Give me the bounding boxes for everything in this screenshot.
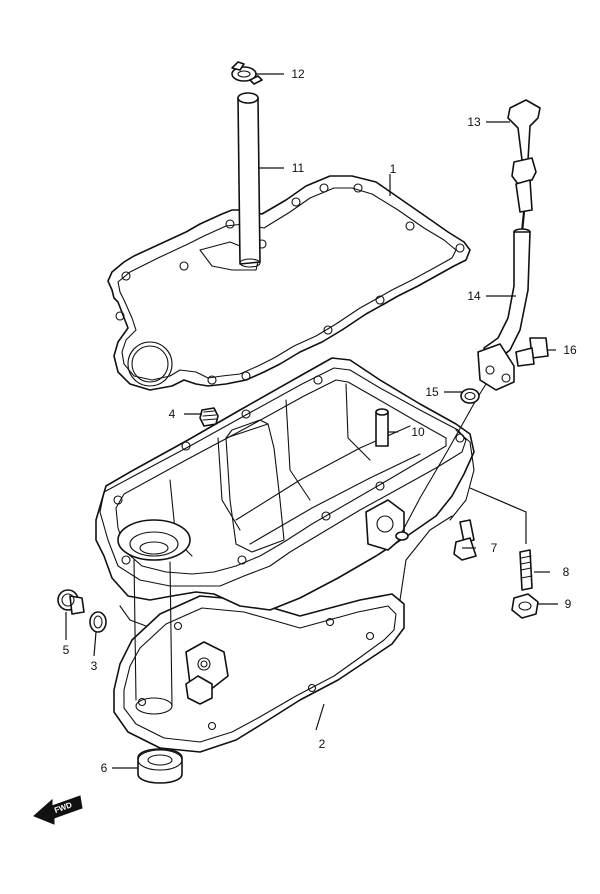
bolt-part-7 — [453, 519, 477, 561]
callout-6: 6 — [101, 761, 108, 775]
callout-12: 12 — [291, 67, 305, 81]
callout-8: 8 — [563, 565, 570, 579]
hose-clip-part-12 — [231, 61, 263, 85]
bolt-part-16 — [515, 337, 549, 367]
callout-1: 1 — [390, 162, 397, 176]
callout-10: 10 — [411, 425, 425, 439]
drain-washer-part-3 — [89, 611, 107, 633]
oil-pipe-part-11 — [237, 92, 261, 268]
dipstick-part-13 — [507, 99, 541, 234]
callout-9: 9 — [565, 597, 572, 611]
callout-7: 7 — [491, 541, 498, 555]
gasket-part-1 — [107, 175, 471, 391]
callout-numbers: 1 2 3 4 5 6 7 8 9 10 11 12 13 14 15 16 — [63, 67, 577, 775]
dowel-pin-part-10 — [375, 408, 389, 447]
leader-lines — [65, 73, 558, 769]
drain-bolt-part-5 — [57, 589, 85, 615]
stud-part-8 — [519, 549, 533, 591]
callout-11: 11 — [292, 161, 305, 175]
forward-arrow-icon: FWD — [33, 795, 83, 825]
callout-16: 16 — [563, 343, 577, 357]
oil-pan-part-2 — [95, 357, 475, 753]
callout-2: 2 — [319, 737, 326, 751]
callout-3: 3 — [91, 659, 98, 673]
callout-5: 5 — [63, 643, 70, 657]
oil-seal-part-6 — [137, 748, 183, 784]
nut-part-9 — [511, 593, 539, 619]
callout-14: 14 — [467, 289, 481, 303]
plug-part-4 — [199, 407, 219, 427]
callout-4: 4 — [169, 407, 176, 421]
o-ring-part-15 — [460, 388, 480, 404]
callout-15: 15 — [425, 385, 439, 399]
callout-13: 13 — [467, 115, 481, 129]
